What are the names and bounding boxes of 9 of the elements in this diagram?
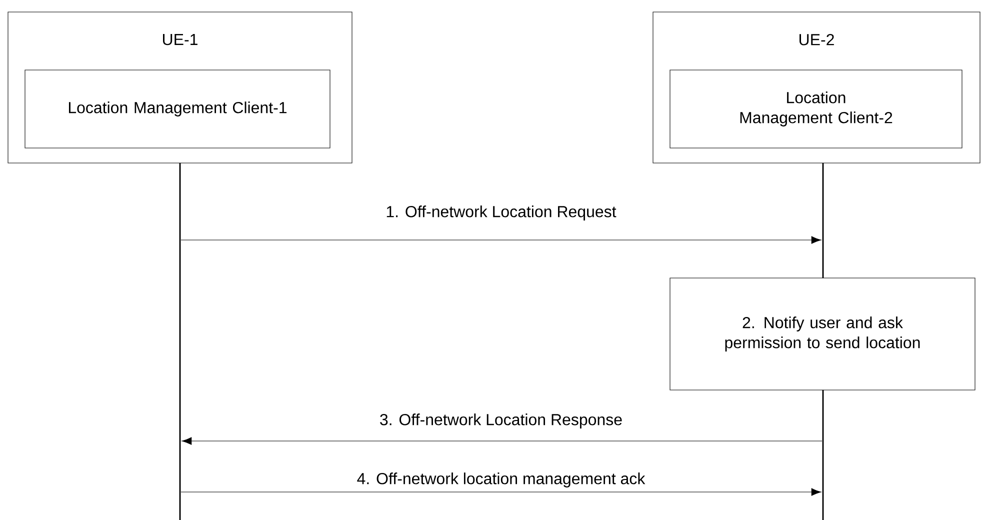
client-box: Location Management Client-2	[670, 70, 962, 148]
message-arrow	[180, 236, 822, 244]
edge-label: 4. Off-network location management ack	[355, 471, 647, 489]
note-box: 2. Notify user and ask permission to send location	[670, 278, 976, 390]
message-arrow	[180, 488, 822, 496]
edge-label: 1. Off-network Location Request	[384, 204, 618, 222]
message-arrow	[182, 437, 822, 445]
client-box: Location Management Client-1	[24, 70, 330, 148]
edge-label: 3. Off-network Location Response	[378, 412, 624, 430]
